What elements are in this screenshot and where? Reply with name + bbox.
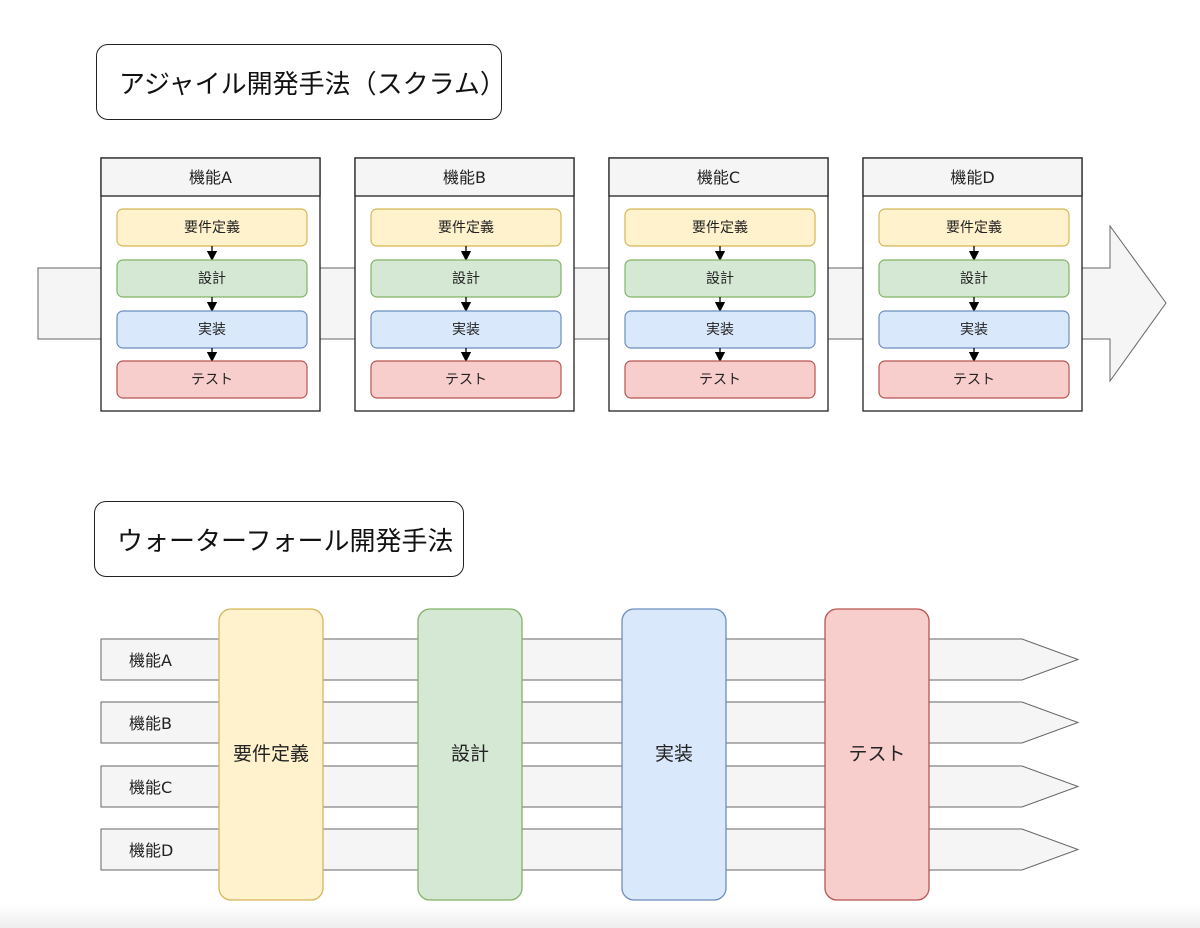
feature-header: [100, 157, 321, 197]
feature-lane-label: 機能B: [129, 714, 172, 733]
agile-title: アジャイル開発手法（スクラム）: [96, 44, 506, 120]
feature-lane-label: 機能A: [129, 651, 172, 670]
waterfall-title: ウォーターフォール開発手法: [94, 501, 464, 577]
step-label: 要件定義: [692, 219, 748, 236]
step-label: テスト: [445, 372, 487, 388]
phase-label: テスト: [848, 743, 905, 765]
phase-block: [417, 608, 523, 901]
feature-header: [354, 157, 575, 197]
bottom-fade: [0, 904, 1200, 928]
step-label: テスト: [191, 372, 233, 388]
phase-label: 要件定義: [233, 743, 309, 765]
step-label: 設計: [706, 271, 734, 287]
step-label: 要件定義: [438, 219, 494, 236]
phase-block: [218, 608, 324, 901]
phase-block: [621, 608, 727, 901]
phase-label: 設計: [451, 743, 489, 765]
step-label: 実装: [960, 322, 988, 338]
step-label: 実装: [198, 322, 226, 338]
feature-header-label: 機能A: [189, 168, 232, 187]
feature-lane-label: 機能D: [129, 841, 173, 860]
step-box: [624, 360, 816, 399]
step-label: テスト: [953, 372, 995, 388]
feature-lane-label: 機能C: [129, 778, 172, 797]
feature-header: [862, 157, 1083, 197]
waterfall-diagram: 機能A 機能B 機能C 機能D 要件定義 設計 実装 テスト: [100, 608, 1080, 901]
feature-header-label: 機能B: [443, 168, 486, 187]
feature-header-label: 機能D: [950, 168, 994, 187]
step-box: [878, 360, 1070, 399]
step-label: 実装: [452, 322, 480, 338]
step-box: [116, 360, 308, 399]
agile-title-text: アジャイル開発手法（スクラム）: [119, 69, 506, 100]
phase-block: [824, 608, 930, 901]
step-label: 要件定義: [946, 219, 1002, 236]
step-label: テスト: [699, 372, 741, 388]
step-label: 設計: [452, 271, 480, 287]
phase-label: 実装: [655, 743, 693, 765]
feature-header: [608, 157, 829, 197]
step-label: 実装: [706, 322, 734, 338]
feature-header-label: 機能C: [697, 168, 740, 187]
waterfall-title-text: ウォーターフォール開発手法: [117, 526, 454, 557]
step-label: 設計: [960, 271, 988, 287]
step-box: [370, 360, 562, 399]
step-label: 要件定義: [184, 219, 240, 236]
step-label: 設計: [198, 271, 226, 287]
